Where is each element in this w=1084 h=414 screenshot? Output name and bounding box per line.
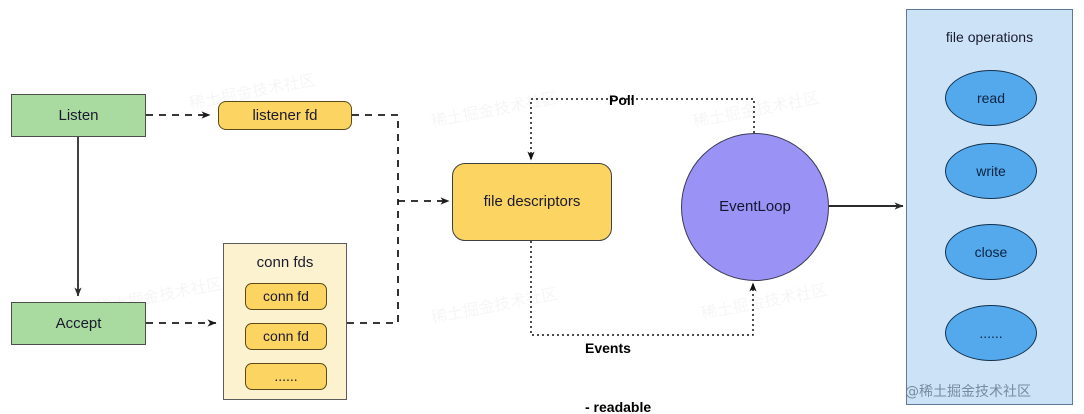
- node-conn-fd-1[interactable]: conn fd: [245, 283, 327, 310]
- node-file-descriptors[interactable]: file descriptors: [452, 163, 612, 241]
- edge-label-poll: Poll: [609, 92, 635, 108]
- edge-poll: [527, 98, 755, 161]
- node-listen[interactable]: Listen: [11, 94, 146, 137]
- node-listen-label: Listen: [58, 106, 99, 124]
- panel-file-operations: file operations read write close ......: [906, 9, 1073, 405]
- node-conn-fd-1-label: conn fd: [263, 288, 309, 305]
- file-operation-write[interactable]: write: [945, 143, 1037, 199]
- node-conn-fd-more[interactable]: ......: [245, 363, 327, 390]
- file-operation-more-label: ......: [979, 325, 1003, 341]
- node-conn-fd-2[interactable]: conn fd: [245, 323, 327, 350]
- node-event-loop-label: EventLoop: [719, 198, 791, 216]
- file-operation-read-label: read: [976, 90, 1006, 106]
- edge-label-events: Events - readable - writeable - error: [585, 299, 654, 414]
- node-accept-label: Accept: [55, 314, 102, 332]
- site-watermark: @稀土掘金技术社区: [905, 384, 1031, 400]
- node-file-descriptors-label: file descriptors: [483, 193, 581, 211]
- node-conn-fd-more-label: ......: [274, 368, 298, 385]
- file-operation-more[interactable]: ......: [945, 305, 1037, 361]
- group-conn-fds-title: conn fds: [256, 254, 314, 271]
- file-operation-close[interactable]: close: [945, 224, 1037, 280]
- file-operation-read[interactable]: read: [945, 70, 1037, 126]
- edge-conn-fds-to-junction: [347, 201, 399, 324]
- edge-events: [530, 241, 757, 336]
- group-conn-fds: conn fds conn fd conn fd ......: [223, 243, 347, 400]
- edge-label-events-readable: - readable: [585, 399, 652, 414]
- file-operation-write-label: write: [976, 163, 1006, 179]
- node-conn-fd-2-label: conn fd: [263, 328, 309, 345]
- node-listener-fd-label: listener fd: [252, 106, 318, 124]
- file-operation-close-label: close: [974, 244, 1008, 260]
- panel-file-operations-title: file operations: [945, 29, 1034, 45]
- edge-label-events-title: Events: [585, 339, 631, 356]
- edge-listener-fd-to-junction: [352, 114, 399, 201]
- node-listener-fd[interactable]: listener fd: [218, 101, 352, 130]
- node-event-loop[interactable]: EventLoop: [681, 133, 829, 281]
- node-accept[interactable]: Accept: [11, 302, 146, 345]
